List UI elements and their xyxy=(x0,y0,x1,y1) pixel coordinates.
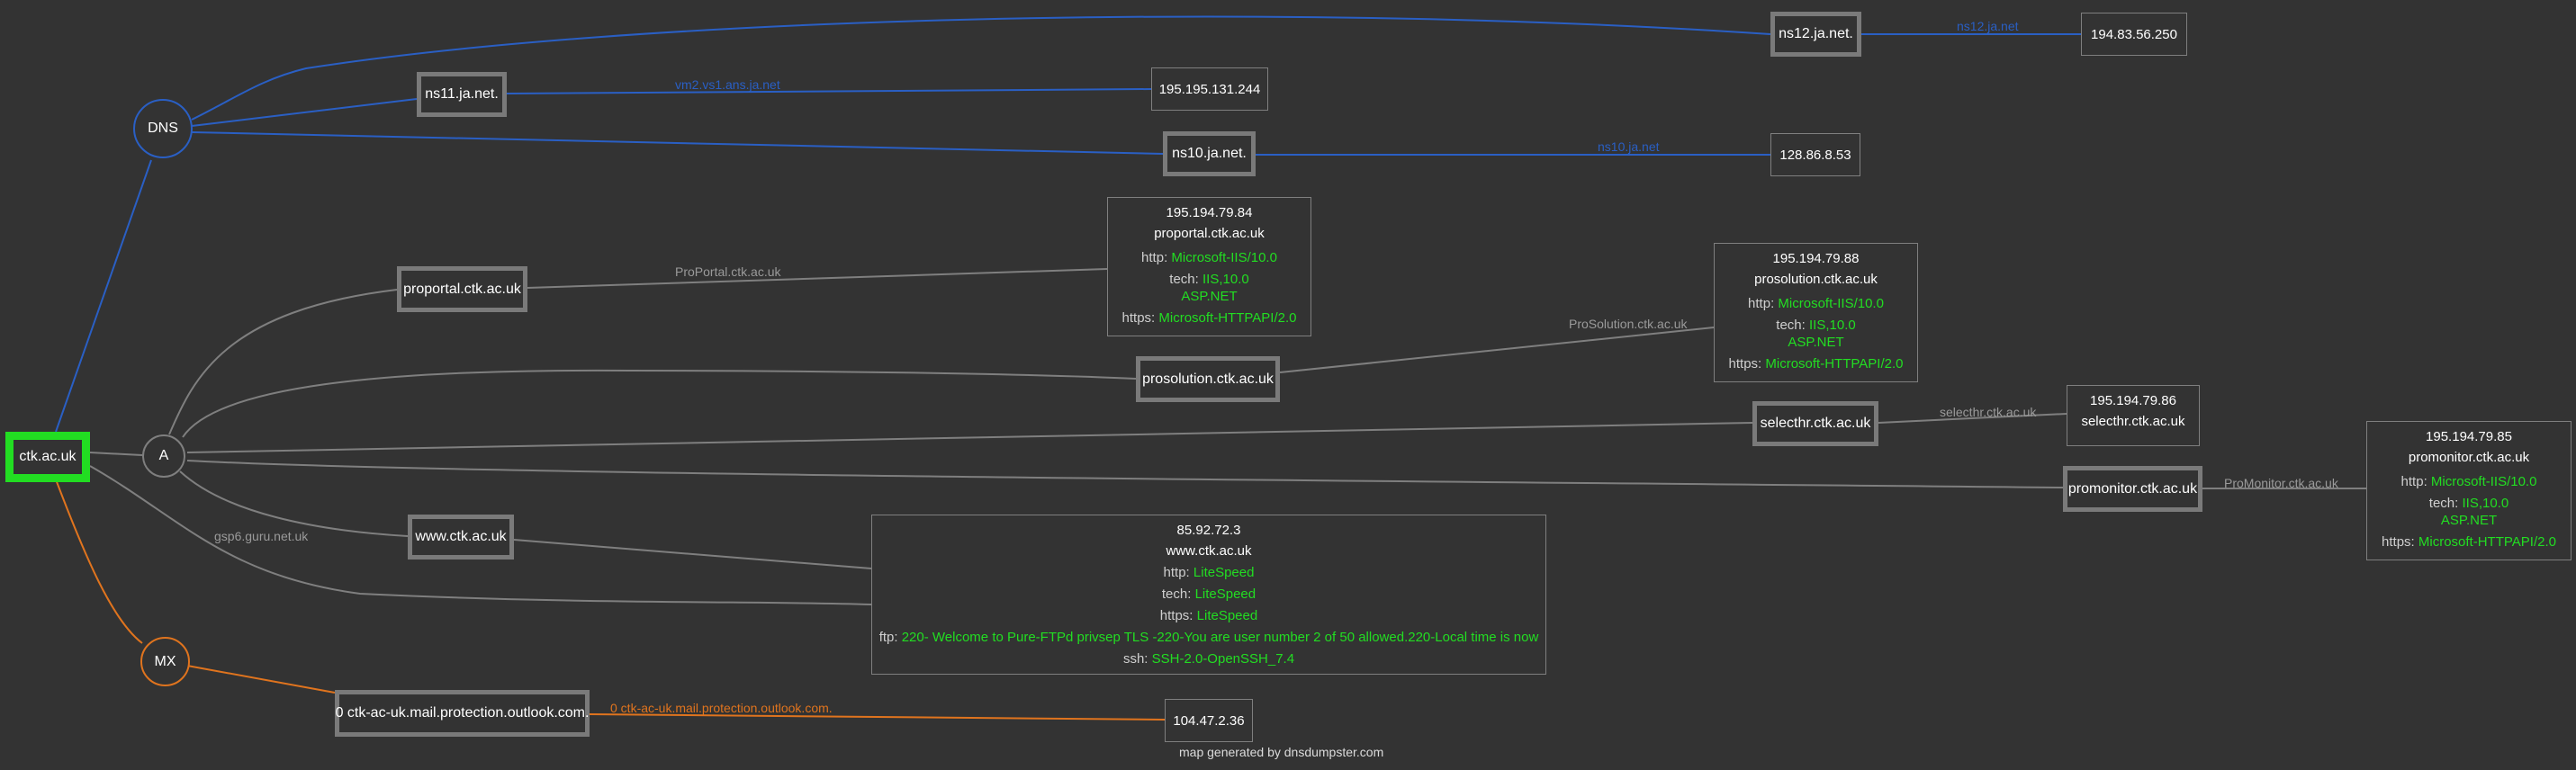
edge-a-proportal xyxy=(168,289,398,435)
edge-dns-ns12 xyxy=(191,15,1771,121)
mx-host-node[interactable]: 0 ctk-ac-uk.mail.protection.outlook.com. xyxy=(335,690,590,737)
info-http-value: Microsoft-IIS/10.0 xyxy=(1171,250,1277,265)
www-host-node[interactable]: www.ctk.ac.uk xyxy=(408,515,514,560)
dns-category-node[interactable]: DNS xyxy=(133,99,193,158)
a-category-node[interactable]: A xyxy=(142,434,185,478)
info-hostname: selecthr.ctk.ac.uk xyxy=(2081,414,2185,429)
edge-root-dns xyxy=(55,159,152,433)
mx-category-node[interactable]: MX xyxy=(140,637,190,686)
info-http-value: Microsoft-IIS/10.0 xyxy=(1778,296,1884,311)
info-tech-label: tech: xyxy=(1169,272,1199,287)
edge-root-mx xyxy=(55,479,143,644)
prosolution-host-node[interactable]: prosolution.ctk.ac.uk xyxy=(1136,356,1280,402)
info-ip: 195.194.79.86 xyxy=(2090,393,2176,408)
info-http-value: Microsoft-IIS/10.0 xyxy=(2430,474,2537,489)
edge-a-www xyxy=(179,470,409,537)
info-ip: 85.92.72.3 xyxy=(1176,523,1241,538)
info-https-value: LiteSpeed xyxy=(1196,608,1258,623)
info-tech-value: IIS,10.0 xyxy=(1202,272,1249,287)
ns12-host-node[interactable]: ns12.ja.net. xyxy=(1770,12,1861,57)
proportal-host-node[interactable]: proportal.ctk.ac.uk xyxy=(397,266,527,312)
promonitor-info-panel: 195.194.79.85 promonitor.ctk.ac.uk http:… xyxy=(2366,421,2571,560)
info-hostname: prosolution.ctk.ac.uk xyxy=(1754,272,1878,287)
info-https-value: Microsoft-HTTPAPI/2.0 xyxy=(1765,356,1904,372)
info-ftp-label: ftp: xyxy=(878,630,898,645)
edge-a-selecthr xyxy=(186,422,1753,453)
root-domain-node[interactable]: ctk.ac.uk xyxy=(5,432,90,482)
www-info-panel: 85.92.72.3 www.ctk.ac.uk http: LiteSpeed… xyxy=(871,515,1546,675)
prosolution-info-panel: 195.194.79.88 prosolution.ctk.ac.uk http… xyxy=(1714,243,1918,382)
info-ssh-value: SSH-2.0-OpenSSH_7.4 xyxy=(1151,651,1295,667)
footer-credit: map generated by dnsdumpster.com xyxy=(1179,745,1384,759)
info-https-value: Microsoft-HTTPAPI/2.0 xyxy=(2418,534,2556,550)
edge-label-prosolution: ProSolution.ctk.ac.uk xyxy=(1569,317,1689,331)
edge-label-ns11: vm2.vs1.ans.ja.net xyxy=(675,77,780,92)
ns12-ip-node[interactable]: 194.83.56.250 xyxy=(2081,13,2187,56)
info-tech-value: LiteSpeed xyxy=(1194,586,1256,602)
info-tech-label: tech: xyxy=(1776,318,1806,333)
info-http-value: LiteSpeed xyxy=(1193,565,1255,580)
info-tech-value-2: ASP.NET xyxy=(2440,513,2498,528)
edge-a-promonitor xyxy=(186,460,2064,488)
info-ip: 195.194.79.88 xyxy=(1772,251,1860,266)
edge-root-www-ip xyxy=(89,465,872,605)
info-tech-value: IIS,10.0 xyxy=(1809,318,1856,333)
edge-mxhost-ip xyxy=(589,713,1166,721)
info-tech-value: IIS,10.0 xyxy=(2462,496,2509,511)
info-tech-label: tech: xyxy=(1161,586,1192,602)
info-https-label: https: xyxy=(2382,534,2415,550)
ns11-ip-node[interactable]: 195.195.131.244 xyxy=(1151,67,1268,111)
edge-a-prosolution xyxy=(182,369,1137,438)
info-hostname: proportal.ctk.ac.uk xyxy=(1154,226,1265,241)
edge-label-mx: 0 ctk-ac-uk.mail.protection.outlook.com. xyxy=(610,701,833,715)
info-tech-value-2: ASP.NET xyxy=(1181,289,1238,304)
info-https-label: https: xyxy=(1159,608,1193,623)
proportal-info-panel: 195.194.79.84 proportal.ctk.ac.uk http: … xyxy=(1107,197,1311,336)
edge-root-a xyxy=(89,452,143,456)
edge-selecthr-ip xyxy=(1878,413,2067,424)
ns10-host-node[interactable]: ns10.ja.net. xyxy=(1163,131,1256,176)
info-ssh-label: ssh: xyxy=(1122,651,1148,667)
edge-label-proportal: ProPortal.ctk.ac.uk xyxy=(675,264,781,279)
info-http-label: http: xyxy=(1163,565,1190,580)
selecthr-host-node[interactable]: selecthr.ctk.ac.uk xyxy=(1752,401,1878,446)
info-http-label: http: xyxy=(1141,250,1168,265)
edge-mx-host xyxy=(186,665,336,694)
info-https-label: https: xyxy=(1121,310,1156,326)
edge-dns-ns11 xyxy=(191,98,418,127)
info-tech-label: tech: xyxy=(2428,496,2459,511)
info-hostname: promonitor.ctk.ac.uk xyxy=(2408,450,2530,465)
edge-ns11-ip xyxy=(506,88,1152,94)
mx-ip-node[interactable]: 104.47.2.36 xyxy=(1165,699,1253,742)
edge-label-ns10: ns10.ja.net xyxy=(1598,139,1660,154)
promonitor-host-node[interactable]: promonitor.ctk.ac.uk xyxy=(2063,466,2202,512)
edge-prosolution-ip xyxy=(1279,327,1715,373)
edge-proportal-ip xyxy=(527,268,1108,289)
edge-label-selecthr: selecthr.ctk.ac.uk xyxy=(1940,405,2037,419)
info-hostname: www.ctk.ac.uk xyxy=(1166,543,1252,559)
edge-www-ip xyxy=(513,539,872,569)
info-ip: 195.194.79.84 xyxy=(1166,205,1253,220)
info-tech-value-2: ASP.NET xyxy=(1788,335,1844,350)
info-http-label: http: xyxy=(2400,474,2427,489)
info-ip: 195.194.79.85 xyxy=(2426,429,2512,444)
edge-label-www: gsp6.guru.net.uk xyxy=(214,529,309,543)
edge-dns-ns10 xyxy=(191,131,1164,155)
info-http-label: http: xyxy=(1748,296,1775,311)
ns11-host-node[interactable]: ns11.ja.net. xyxy=(417,72,507,117)
ns10-ip-node[interactable]: 128.86.8.53 xyxy=(1770,133,1860,176)
info-https-label: https: xyxy=(1728,356,1762,372)
edge-label-ns12: ns12.ja.net xyxy=(1957,19,2019,33)
info-https-value: Microsoft-HTTPAPI/2.0 xyxy=(1158,310,1297,326)
edge-label-promonitor: ProMonitor.ctk.ac.uk xyxy=(2224,476,2339,490)
info-ftp-value: 220- Welcome to Pure-FTPd privsep TLS -2… xyxy=(901,630,1539,645)
selecthr-info-panel: 195.194.79.86 selecthr.ctk.ac.uk xyxy=(2067,385,2200,446)
